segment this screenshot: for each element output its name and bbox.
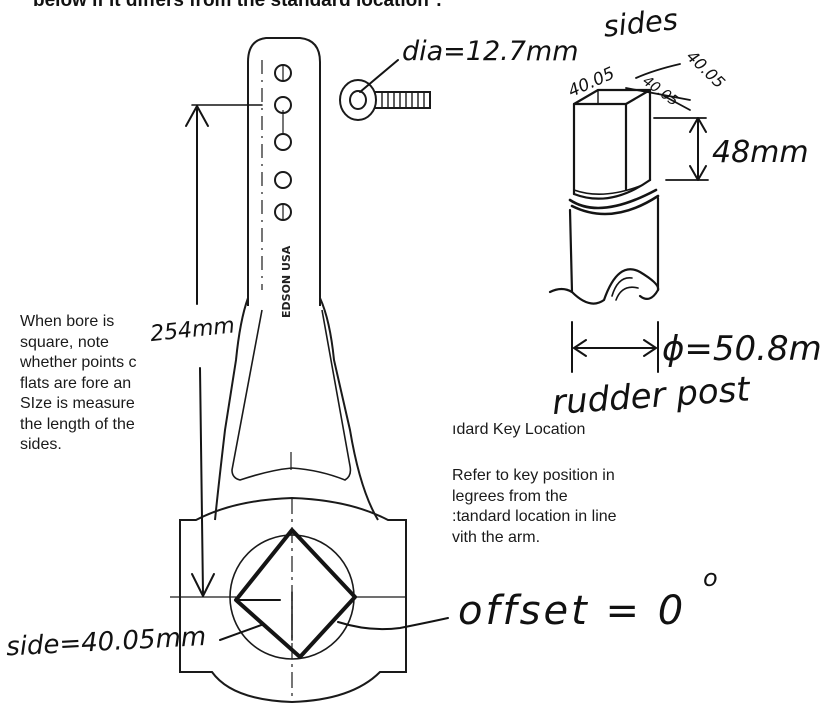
key-location-heading: ıdard Key Location [452,421,586,438]
key-note-line: :tandard location in line [452,508,617,525]
side-dimension-1: 40.05 [565,64,618,102]
post-break [548,268,660,305]
bore-square [234,528,357,659]
side-dimension-2: 40.05 [683,47,729,92]
sides-annotation: sides [602,2,680,44]
sides-leader [635,63,681,79]
key-location-note: Refer to key position in legrees from th… [452,466,662,562]
key-note-line: Refer to key position in [452,467,615,484]
arm-hole [274,133,292,151]
key-note-line: legrees from the [452,487,568,505]
page-header-text: below if it differs from the standard lo… [33,0,442,11]
post-height-annotation: 48mm [712,135,809,170]
arm-length-dimension-lower [199,367,204,595]
offset-annotation: offset = 0 [458,588,686,634]
diameter-annotation: dia=12.7mm [402,36,579,67]
bore-note-line: whether points c [20,354,137,371]
rudder-post-sketch [548,63,709,373]
rudder-post-label: rudder post [551,369,753,423]
bore-note-line: sides. [20,436,62,453]
bore-note-line: square, note [20,333,109,351]
bore-note-line: the length of the [20,415,135,433]
offset-degree-mark: o [703,564,718,592]
tiller-arm-drawing [170,37,407,704]
post-diameter-annotation: ϕ=50.8m [662,329,822,369]
dia-leader [359,59,399,93]
post-shoulder [568,188,660,216]
bore-shape-note: When bore is square, note whether points… [20,312,167,482]
arm-flare-outline [214,297,249,521]
bolt-icon [339,79,431,121]
bore-note-line: SIze is measure [20,395,135,412]
offset-leader [337,617,449,631]
arm-hub-outline [179,496,407,704]
bore-note-line: When bore is [20,313,115,330]
arm-hole [274,171,292,189]
bore-side-leader [219,623,265,641]
post-shaft [568,196,660,294]
bore-note-line: flats are fore an [20,374,132,392]
key-note-line: vith the arm. [452,528,541,546]
handwriting-layer [185,59,709,659]
arm-imprint: EDSON USA [280,245,293,318]
bore-side-annotation: side=40.05mm [5,622,206,662]
arm-upper-outline [247,37,321,306]
